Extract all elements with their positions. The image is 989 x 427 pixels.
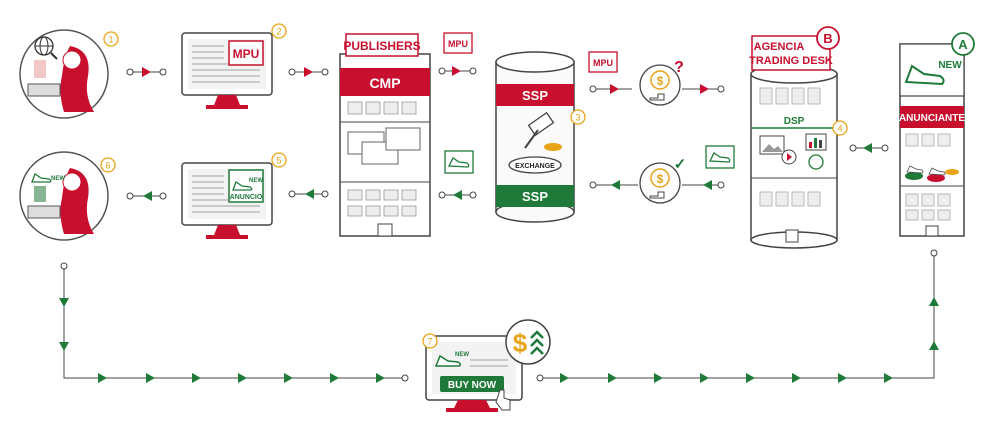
arrow-user-to-mpu <box>126 67 167 77</box>
sneaker-icon <box>447 157 470 168</box>
badge-a: A <box>951 32 975 56</box>
chart-icon <box>805 133 827 170</box>
advertiser-building: NEW ANUNCIANTE <box>899 43 965 237</box>
flow-line-right <box>536 249 939 383</box>
step-number-2: 2 <box>276 27 281 37</box>
sneaker-icon <box>708 152 731 163</box>
ssp-top-label: SSP <box>522 88 548 103</box>
new-sign-label: NEW <box>938 60 962 71</box>
buy-now-button <box>440 376 504 392</box>
step-number-1: 1 <box>108 35 113 45</box>
arrow-monitor-to-user <box>126 191 167 201</box>
step-badge-1: 1 <box>103 31 119 47</box>
step-badge-3: 3 <box>570 109 586 125</box>
step-badge-4: 4 <box>832 120 848 136</box>
dollar-3: $ <box>513 328 528 358</box>
arrow-mpu-to-publishers <box>288 67 329 77</box>
play-icon <box>781 149 797 165</box>
arrow-publishers-to-ssp <box>438 66 477 76</box>
badge-b-label: B <box>823 31 832 46</box>
step-badge-5: 5 <box>271 152 287 168</box>
arrow-ssp-to-publishers <box>438 190 477 200</box>
step-badge-7: 7 <box>422 333 438 349</box>
sneaker-icon <box>434 354 462 367</box>
monitor-mpu: MPU <box>181 32 273 109</box>
arrow-bid-to-dsp <box>682 84 725 94</box>
sneaker-tag-dsp <box>705 145 735 169</box>
flow-line-left <box>59 262 409 383</box>
publishers-sign: PUBLISHERS <box>343 39 420 53</box>
exchange-label: EXCHANGE <box>515 163 555 170</box>
revenue-badge: $ <box>505 319 551 365</box>
dollar-2: $ <box>657 172 664 186</box>
globe-icon <box>34 36 58 60</box>
sneaker-tag-publishers <box>444 150 474 174</box>
mpu-tag-2-label: MPU <box>593 58 613 68</box>
mpu-tag-ssp: MPU <box>588 51 618 73</box>
agency-dsp-building: AGENCIA TRADING DESK DSP <box>749 35 838 249</box>
cmp-label: CMP <box>369 75 400 91</box>
new-ad-label: NEW <box>249 178 263 184</box>
new-final-label: NEW <box>455 352 469 358</box>
bid-win-coin: $ ✓ <box>639 156 687 204</box>
anunciante-label: ANUNCIANTE <box>899 113 965 124</box>
cursor-hand-icon <box>495 389 511 411</box>
ssp-exchange-cylinder: SSP SSP EXCHANGE <box>495 51 575 223</box>
arrow-dsp-to-bid <box>682 180 725 190</box>
anuncio-label: ANUNCIO <box>230 194 263 201</box>
user-circle-top <box>19 29 109 119</box>
sneaker-icon <box>31 173 52 183</box>
step-number-5: 5 <box>276 156 281 166</box>
agencia-label-1: AGENCIA <box>754 41 805 53</box>
arrow-ssp-to-bid <box>589 84 632 94</box>
mpu-tag-publishers: MPU <box>443 32 473 54</box>
arrow-advertiser-to-dsp <box>849 143 889 153</box>
step-number-3: 3 <box>575 113 580 123</box>
mpu-screen-label: MPU <box>233 47 260 61</box>
step-badge-6: 6 <box>100 157 116 173</box>
badge-a-label: A <box>958 37 968 52</box>
monitor-ad: NEW ANUNCIO <box>181 162 273 239</box>
step-number-4: 4 <box>837 124 842 134</box>
buy-now-label: BUY NOW <box>448 380 497 391</box>
bid-request-coin: $ ? <box>639 59 684 106</box>
question-icon: ? <box>674 59 684 76</box>
user-circle-bottom: NEW <box>19 151 109 241</box>
dollar-1: $ <box>657 74 664 88</box>
monitor-buy-now: NEW BUY NOW <box>425 335 523 412</box>
ssp-bottom-label: SSP <box>522 189 548 204</box>
badge-b: B <box>816 26 840 50</box>
up-chevrons-icon <box>530 330 544 355</box>
check-icon: ✓ <box>674 156 687 173</box>
mpu-tag-1-label: MPU <box>448 39 468 49</box>
dsp-label: DSP <box>784 116 805 127</box>
publishers-building: PUBLISHERS CMP <box>339 33 431 237</box>
step-badge-2: 2 <box>271 23 287 39</box>
new-user-label: NEW <box>51 176 65 182</box>
image-icon <box>759 135 785 155</box>
arrow-bid-to-ssp <box>589 180 638 190</box>
step-number-6: 6 <box>105 161 110 171</box>
sneaker-icon <box>904 64 945 86</box>
step-number-7: 7 <box>427 337 432 347</box>
gavel-icon <box>524 111 562 151</box>
sneaker-icon <box>232 181 253 191</box>
arrow-publishers-to-monitor <box>288 189 329 199</box>
agencia-label-2: TRADING DESK <box>749 55 833 67</box>
